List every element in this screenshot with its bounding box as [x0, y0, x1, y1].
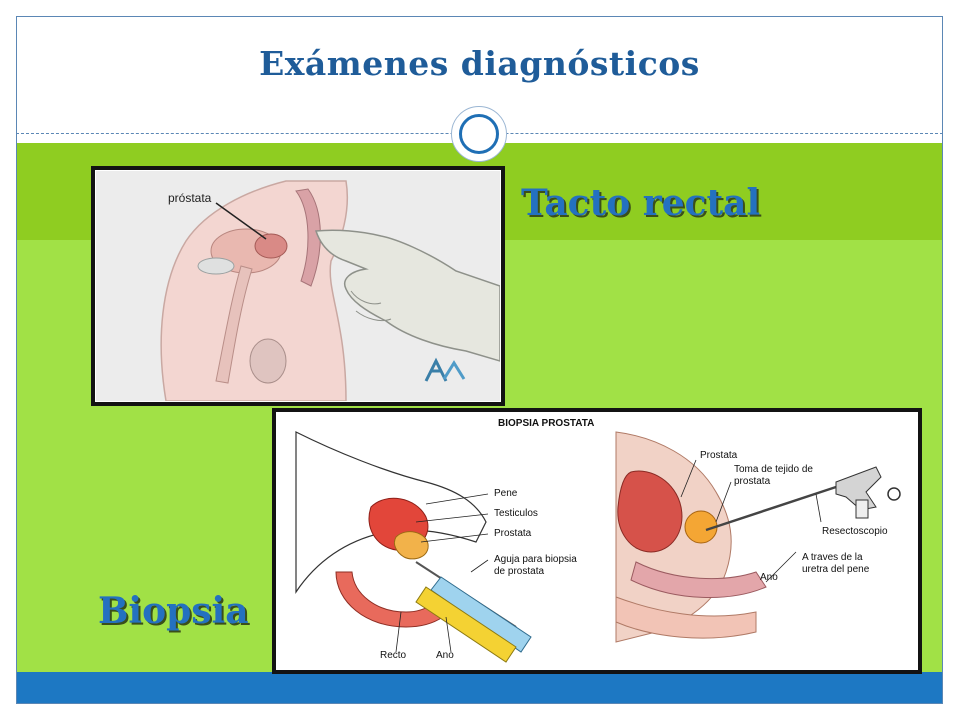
tacto-rectal-illustration: próstata [95, 170, 501, 402]
biopsy-title: BIOPSIA PROSTATA [498, 418, 595, 429]
anatomy-drawing [160, 180, 500, 401]
divider-ring [459, 114, 499, 154]
biopsia-image: BIOPSIA PROSTATA Pene Testiculos Prostat… [272, 408, 922, 674]
heading-biopsia: Biopsia [98, 590, 249, 632]
label-prostata-left: Prostata [494, 528, 532, 539]
label-ano-right: Ano [760, 572, 778, 583]
label-recto: Recto [380, 650, 407, 661]
divider-circle-icon [451, 106, 507, 162]
label-ano-left: Ano [436, 650, 454, 661]
label-prostata-right: Prostata [700, 450, 738, 461]
logo-mark [424, 357, 466, 382]
blue-footer-band [17, 672, 942, 703]
label-traves-uretra: A traves de la uretra del pene [802, 552, 870, 575]
label-prostata: próstata [168, 191, 212, 205]
label-toma-tejido: Toma de tejido de prostata [734, 464, 813, 487]
slide-title: Exámenes diagnósticos [259, 44, 700, 83]
label-testiculos: Testiculos [494, 508, 538, 519]
label-aguja: Aguja para biopsia de prostata [494, 554, 577, 577]
label-resectoscopio: Resectoscopio [822, 526, 888, 537]
biopsia-illustration: BIOPSIA PROSTATA Pene Testiculos Prostat… [276, 412, 918, 670]
tacto-rectal-image: próstata [91, 166, 505, 406]
label-pene: Pene [494, 488, 518, 499]
heading-tacto-rectal: Tacto rectal [521, 182, 761, 224]
biopsy-drawing [295, 431, 901, 663]
